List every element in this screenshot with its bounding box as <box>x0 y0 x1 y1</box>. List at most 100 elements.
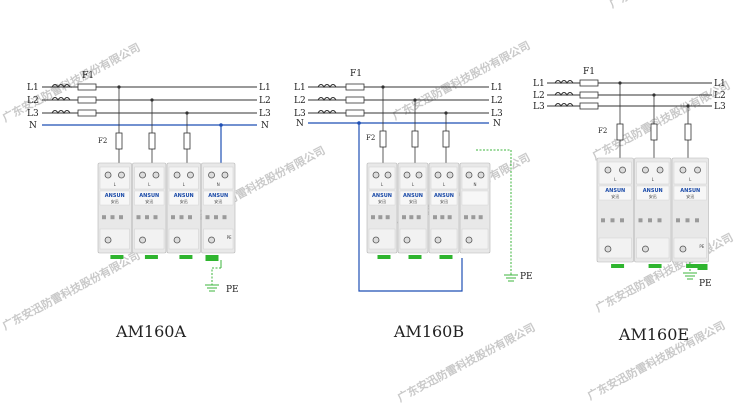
branch-fuses <box>115 132 191 150</box>
module-brand-sub: 安迅 <box>111 198 119 204</box>
line-labels-left: L1 L2 L3 N <box>294 83 306 129</box>
module-brand: ANSUN <box>105 193 125 199</box>
module-mark: L <box>381 182 384 187</box>
fuse-branch-label: F2 <box>98 137 107 145</box>
line-label: L3 <box>491 109 503 119</box>
line-label: L3 <box>259 109 271 119</box>
spd-module: N <box>459 162 491 254</box>
module-mark: L <box>183 182 186 187</box>
green-terminal <box>439 255 453 259</box>
screw-terminal-icon <box>372 171 380 179</box>
green-terminal <box>205 255 219 261</box>
line-labels-left: L1 L2 L3 <box>533 79 545 112</box>
module-mark: L <box>114 182 117 187</box>
line-label: N <box>493 119 501 129</box>
pe-ground <box>683 262 697 280</box>
green-terminal <box>611 264 625 268</box>
fuse-branch-label: F2 <box>366 134 375 142</box>
module-brand-sub: 安迅 <box>649 193 657 199</box>
module-brand: ANSUN <box>605 188 625 194</box>
line-label: L1 <box>491 83 503 93</box>
green-terminal <box>686 264 700 268</box>
neutral-loop <box>358 123 463 292</box>
pe-label: PE <box>699 279 712 289</box>
screw-terminal-icon <box>104 171 112 179</box>
phase-lines <box>308 84 489 114</box>
junction-dots <box>357 85 448 125</box>
main-fuses <box>345 83 365 117</box>
pe-ground <box>476 149 518 282</box>
screw-terminal-icon <box>415 171 423 179</box>
screw-terminal-icon <box>139 171 146 179</box>
line-label: L2 <box>27 96 39 106</box>
green-terminal <box>377 255 391 259</box>
line-label: N <box>261 121 269 131</box>
screw-terminal-icon <box>642 245 649 253</box>
screw-terminal-icon <box>104 236 112 244</box>
watermark-text: 广东安迅防雷科技股份有限公司 <box>0 248 142 333</box>
screw-terminal-icon <box>403 236 411 244</box>
screw-terminal-icon <box>173 236 181 244</box>
screw-terminal-icon <box>604 166 612 174</box>
module-mark: N <box>474 182 477 187</box>
green-terminal <box>144 255 158 259</box>
module-brand-sub: 安迅 <box>686 193 694 199</box>
main-fuses <box>579 79 599 110</box>
module-brand: ANSUN <box>139 193 159 199</box>
screw-terminal-icon <box>434 236 442 244</box>
diagram-am160a: F1 L1 L2 L3 N L1 L2 L3 N <box>27 71 271 341</box>
line-label: L2 <box>259 96 271 106</box>
module-brand: ANSUN <box>643 188 663 194</box>
diagram-am160e: F1 L1 L2 L3 L1 L2 L3 <box>533 67 726 344</box>
line-label: L2 <box>294 96 306 106</box>
screw-terminal-icon <box>477 171 485 179</box>
screw-terminal-icon <box>656 166 664 174</box>
watermark-text: 广东安迅防雷科技股份有限公司 <box>390 38 533 123</box>
module-mark: L <box>148 182 151 187</box>
green-terminal <box>408 255 422 259</box>
screw-terminal-icon <box>372 236 380 244</box>
screw-terminal-icon <box>221 171 229 179</box>
screw-terminal-icon <box>208 171 215 179</box>
line-label: N <box>29 121 37 131</box>
pe-label: PE <box>520 272 533 282</box>
line-label: L3 <box>533 102 545 112</box>
green-terminal <box>110 255 124 259</box>
branch-wires <box>118 87 188 165</box>
fuse-main-label: F1 <box>583 67 595 77</box>
module-brand-sub: 安迅 <box>440 198 448 204</box>
screw-terminal-icon <box>403 171 411 179</box>
module-mark: L <box>614 177 617 182</box>
line-label: L1 <box>27 83 39 93</box>
green-terminal <box>648 264 662 268</box>
module-brand: ANSUN <box>434 193 454 199</box>
screw-terminal-icon <box>619 166 626 174</box>
screw-terminal-icon <box>152 171 160 179</box>
line-label: L3 <box>714 102 726 112</box>
line-label: L2 <box>533 91 545 101</box>
phase-lines <box>547 80 712 107</box>
screw-terminal-icon <box>208 236 215 244</box>
screw-terminal-icon <box>139 236 146 244</box>
fuse-branch-label: F2 <box>598 127 607 135</box>
screw-terminal-icon <box>604 245 612 253</box>
line-label: L1 <box>714 79 726 89</box>
screw-terminal-icon <box>694 166 701 174</box>
screw-terminal-icon <box>465 171 473 179</box>
line-label: L2 <box>714 91 726 101</box>
module-brand-sub: 安迅 <box>378 198 386 204</box>
screw-terminal-icon <box>173 171 181 179</box>
screw-terminal-icon <box>642 166 649 174</box>
module-bottom-mark: PE <box>699 244 704 249</box>
module-brand: ANSUN <box>403 193 423 199</box>
module-mark: L <box>652 177 655 182</box>
module-brand-sub: 安迅 <box>409 198 417 204</box>
